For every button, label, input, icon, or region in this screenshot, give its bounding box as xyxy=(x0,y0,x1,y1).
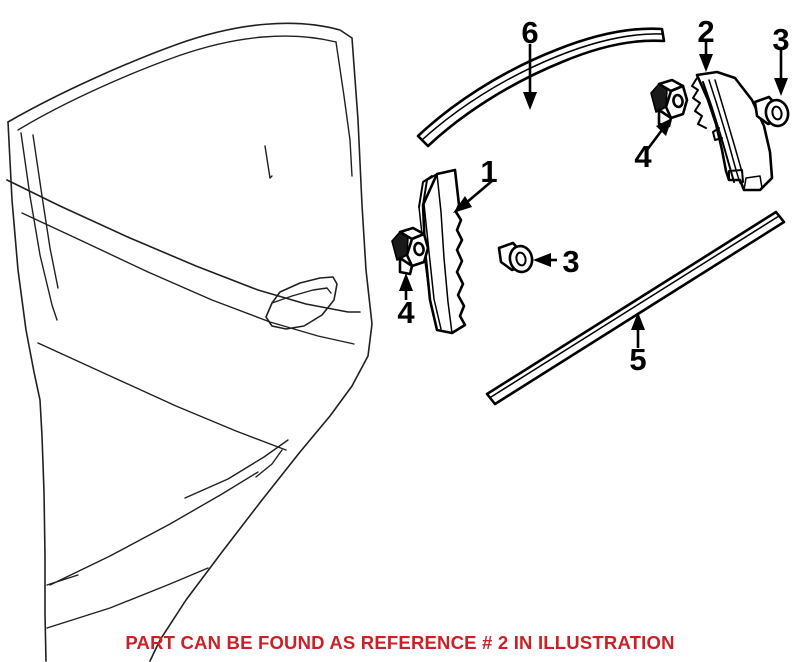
door-rear-lower-crease xyxy=(255,449,283,478)
window-front-channel xyxy=(20,132,58,321)
door-handle-recess xyxy=(265,276,338,330)
leader-1 xyxy=(453,180,493,213)
part-4-lower-leg xyxy=(398,256,414,276)
callout-label-5: 5 xyxy=(629,342,646,377)
leader-2 xyxy=(699,42,713,72)
part-2-bottom-notch xyxy=(728,169,744,183)
leader-4-upper-line xyxy=(645,129,664,151)
callout-label-1: 1 xyxy=(480,154,497,189)
part-3-upper-head-hole xyxy=(771,105,783,121)
part-2-mid-tab xyxy=(712,127,723,141)
door-crease-middle xyxy=(184,439,289,499)
part-3-rivet-upper xyxy=(753,95,790,128)
part-1-edge-b xyxy=(418,175,433,208)
part-2-bottom-edge xyxy=(743,175,763,191)
leader-5 xyxy=(631,312,645,348)
door-front-edge xyxy=(7,121,47,662)
leader-1-arrowhead xyxy=(453,196,472,213)
part-4-upper-side-facet xyxy=(650,83,668,113)
window-header-line xyxy=(17,35,337,131)
part-3-lower-head xyxy=(508,244,534,274)
part-1-b-pillar-applique xyxy=(418,168,467,335)
quarter-window-divider xyxy=(335,41,353,177)
leader-2-arrowhead xyxy=(699,54,713,72)
part-5-belt-line-molding xyxy=(485,210,786,406)
door-handle-inner-lip xyxy=(271,287,332,304)
callout-label-6: 6 xyxy=(521,15,538,50)
rear-door-panel xyxy=(6,22,373,662)
door-outer-outline xyxy=(7,22,373,662)
door-belt-line-upper xyxy=(6,179,361,313)
part-6-body xyxy=(416,27,666,148)
window-front-channel-inner xyxy=(32,134,59,289)
part-3-upper-head xyxy=(764,98,790,128)
leader-3-lower xyxy=(533,253,557,267)
part-4-lower-hole xyxy=(413,241,425,257)
door-crease-upper xyxy=(37,342,287,451)
door-belt-line-lower xyxy=(21,212,355,345)
callout-label-2: 2 xyxy=(697,14,714,49)
leader-6 xyxy=(523,44,537,110)
callout-label-3-lower: 3 xyxy=(562,244,579,279)
leader-4-upper xyxy=(645,118,672,151)
callout-label-3-upper: 3 xyxy=(772,22,789,57)
part-2-flange-inner xyxy=(708,79,741,184)
door-crease-lower xyxy=(49,471,259,586)
part-4-upper-hole xyxy=(672,93,684,109)
callout-label-4-upper: 4 xyxy=(634,139,652,174)
part-2-c-pillar-applique xyxy=(691,70,774,192)
leader-6-arrowhead xyxy=(523,92,537,110)
leader-1-line xyxy=(465,180,493,204)
door-sill-tick-upper xyxy=(46,574,79,586)
leader-3-upper xyxy=(774,50,788,96)
leader-3-lower-arrowhead xyxy=(533,253,551,267)
part-5-highlight-line xyxy=(490,215,780,398)
part-6-roof-drip-molding xyxy=(416,27,666,148)
window-rear-channel xyxy=(264,145,273,179)
part-2-inner-rib xyxy=(714,79,743,173)
part-1-face-seam xyxy=(436,173,453,334)
leader-4-lower xyxy=(399,273,413,300)
leader-3-upper-arrowhead xyxy=(774,78,788,96)
leader-5-arrowhead xyxy=(631,312,645,330)
leader-4-lower-arrowhead xyxy=(399,273,413,291)
part-6-highlight-line xyxy=(421,33,663,141)
part-3-lower-head-hole xyxy=(515,251,527,267)
part-4-clip-upper xyxy=(650,78,689,128)
part-3-rivet-lower xyxy=(497,241,534,274)
callout-label-4-lower: 4 xyxy=(397,295,415,330)
part-2-face xyxy=(695,70,774,192)
part-2-clip-teeth xyxy=(691,77,707,129)
part-1-edge-c xyxy=(418,206,438,331)
part-2-flange-outer xyxy=(702,81,735,183)
part-1-edge-d xyxy=(423,203,442,330)
door-sill-line xyxy=(46,567,209,629)
leader-4-upper-arrowhead xyxy=(656,118,672,136)
part-4-lower-side-facet xyxy=(391,231,409,261)
part-4-clip-lower xyxy=(391,226,430,276)
